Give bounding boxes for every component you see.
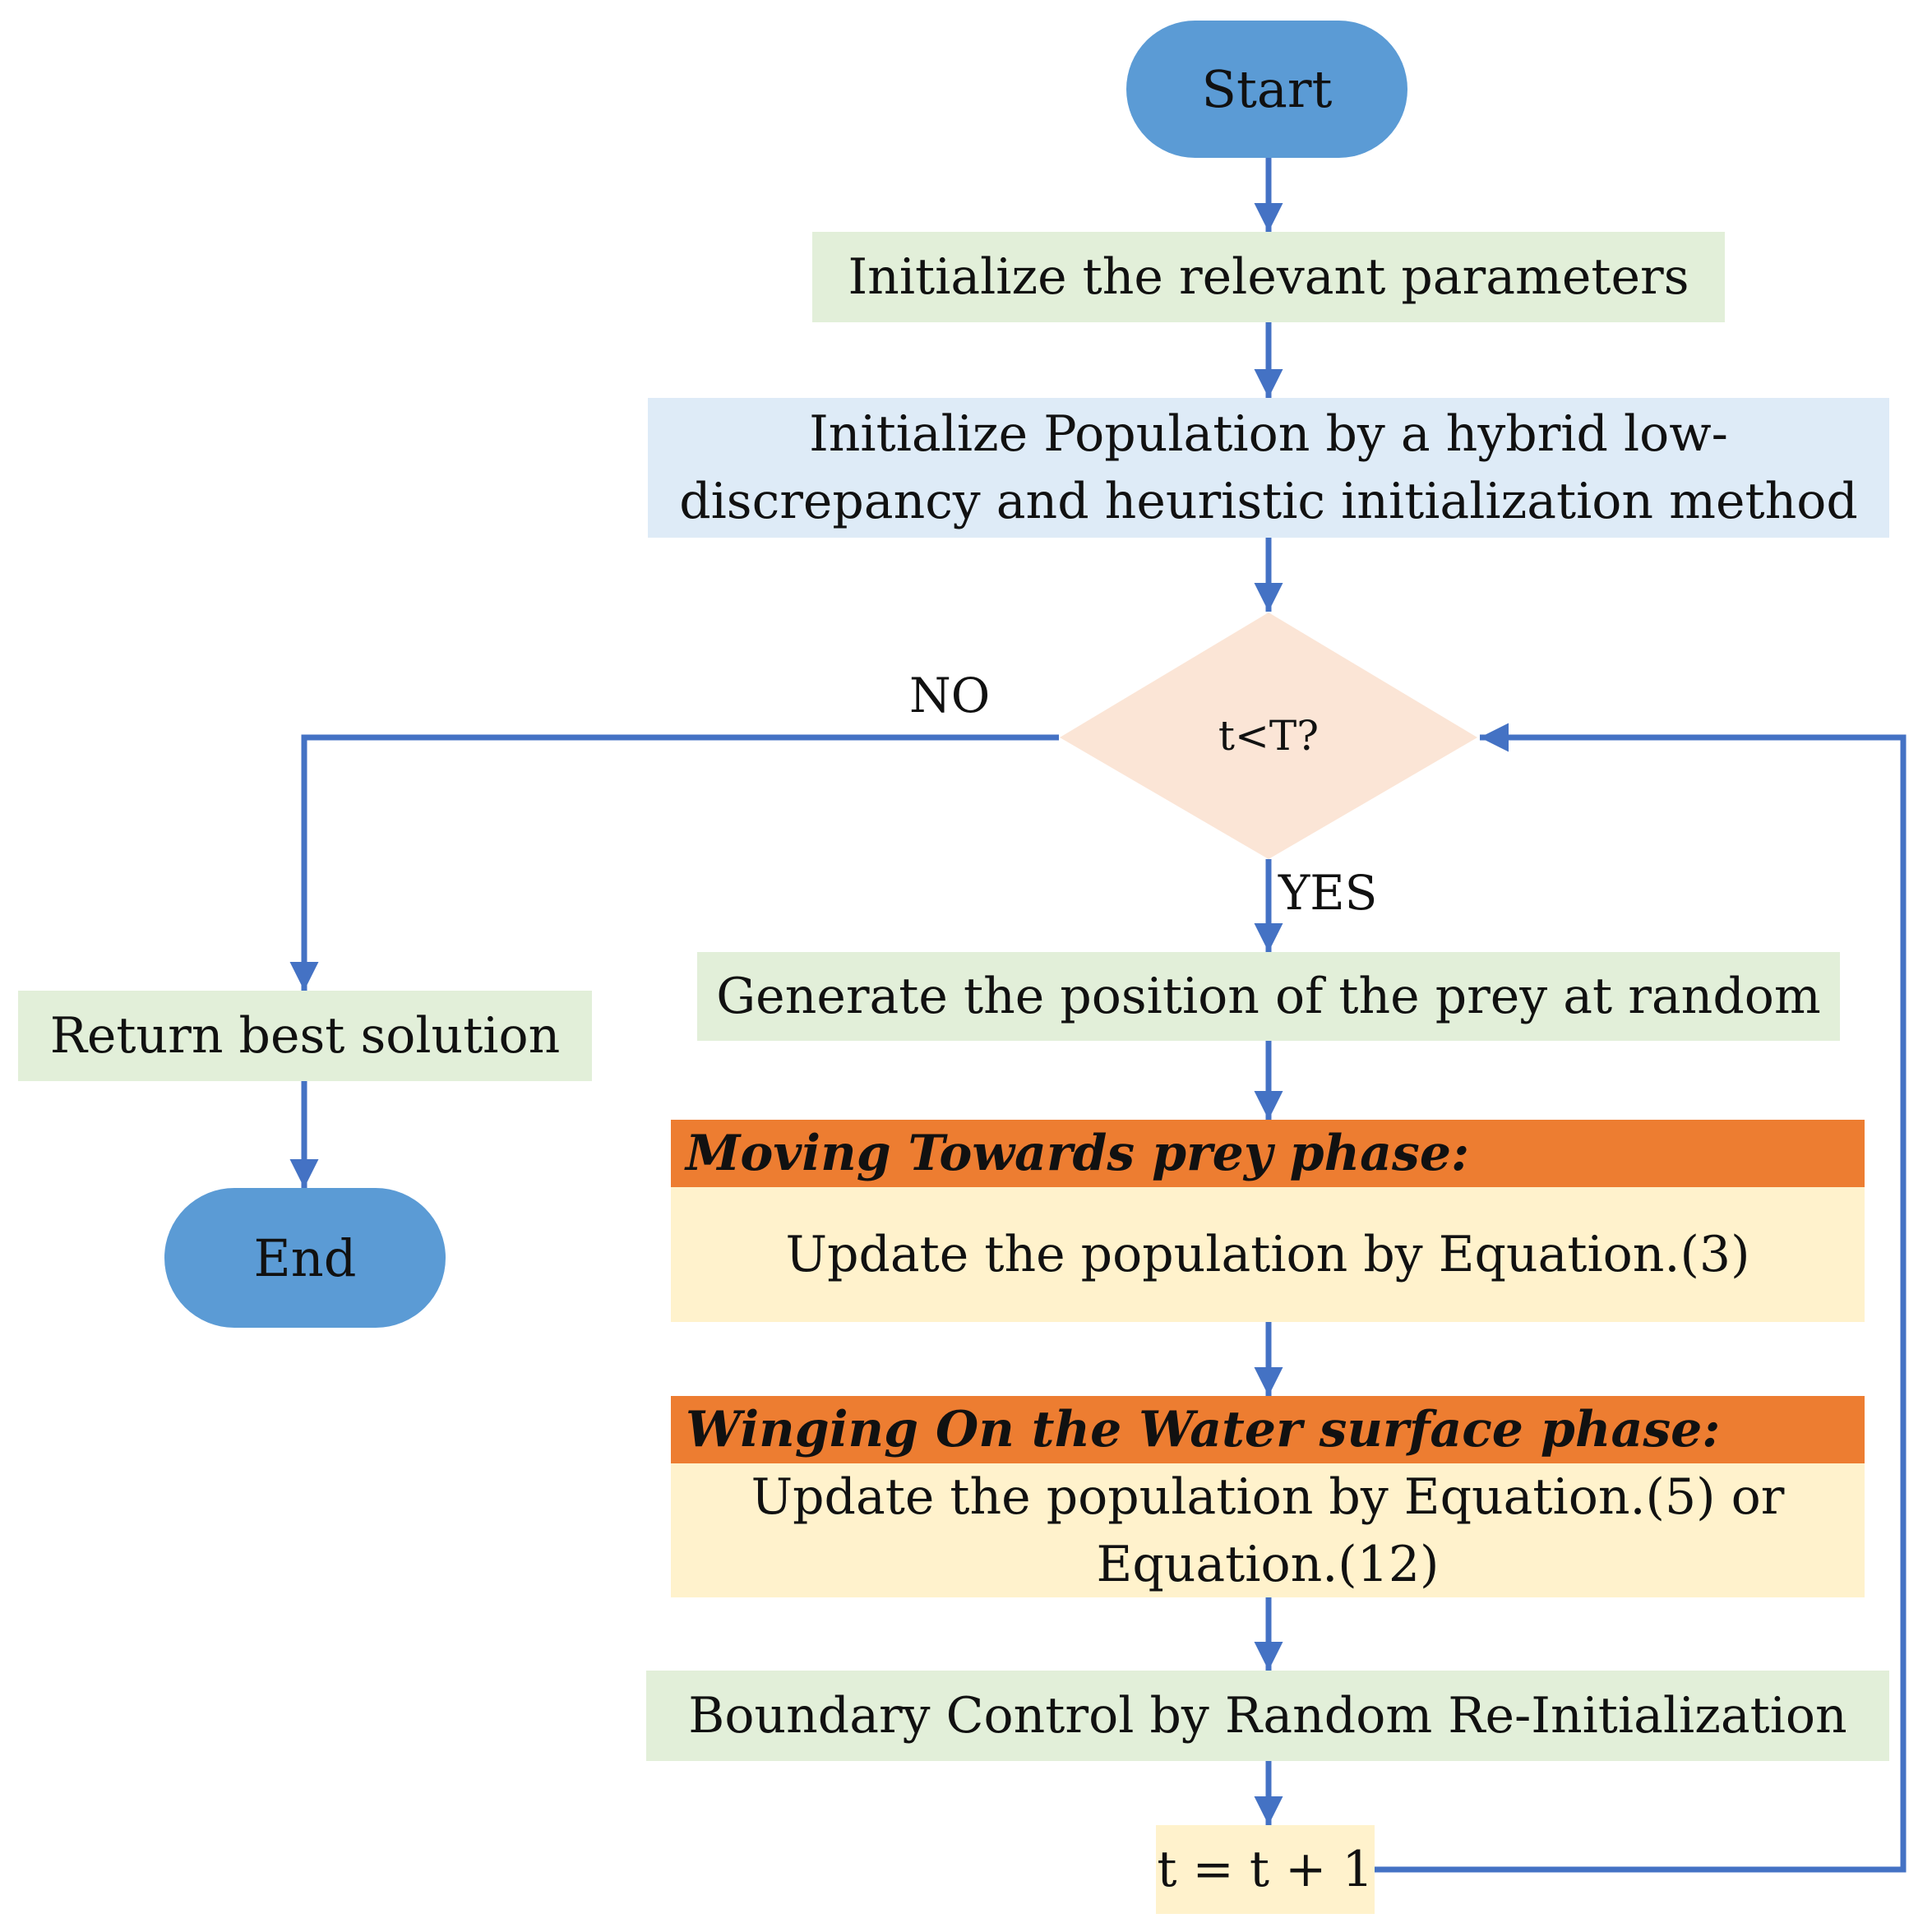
boundary-box: Boundary Control by Random Re-Initializa… bbox=[646, 1671, 1889, 1761]
increment-label: t = t + 1 bbox=[1157, 1841, 1374, 1898]
phase2-body-line2: Equation.(12) bbox=[1096, 1535, 1440, 1593]
increment-box: t = t + 1 bbox=[1156, 1825, 1375, 1914]
phase2-body: Update the population by Equation.(5) or… bbox=[671, 1463, 1865, 1597]
phase1-header: Moving Towards prey phase: bbox=[671, 1120, 1865, 1187]
no-label: NO bbox=[909, 668, 991, 723]
boundary-label: Boundary Control by Random Re-Initializa… bbox=[688, 1687, 1847, 1745]
init-population-line2: discrepancy and heuristic initialization… bbox=[679, 473, 1858, 530]
return-best-box: Return best solution bbox=[18, 991, 592, 1081]
generate-prey-label: Generate the position of the prey at ran… bbox=[716, 968, 1821, 1025]
phase2-header-label: Winging On the Water surface phase: bbox=[686, 1401, 1721, 1458]
init-params-label: Initialize the relevant parameters bbox=[848, 248, 1689, 306]
phase1-header-label: Moving Towards prey phase: bbox=[686, 1125, 1470, 1182]
start-label: Start bbox=[1201, 59, 1333, 119]
decision-label: t<T? bbox=[1218, 712, 1320, 760]
phase2-header: Winging On the Water surface phase: bbox=[671, 1396, 1865, 1463]
generate-prey-box: Generate the position of the prey at ran… bbox=[697, 952, 1840, 1041]
arrow-decision-no-to-return bbox=[289, 734, 1059, 991]
init-population-box: Initialize Population by a hybrid low- d… bbox=[648, 398, 1889, 538]
end-label: End bbox=[253, 1227, 357, 1288]
phase2-body-line1: Update the population by Equation.(5) or bbox=[751, 1467, 1785, 1526]
return-best-label: Return best solution bbox=[49, 1007, 561, 1065]
end-terminal: End bbox=[164, 1188, 446, 1328]
start-terminal: Start bbox=[1126, 21, 1407, 158]
init-population-line1: Initialize Population by a hybrid low- bbox=[809, 405, 1728, 463]
phase1-body: Update the population by Equation.(3) bbox=[671, 1187, 1865, 1322]
arrow-increment-loop-back bbox=[1369, 723, 1907, 1873]
init-params-box: Initialize the relevant parameters bbox=[812, 232, 1725, 322]
phase1-body-label: Update the population by Equation.(3) bbox=[785, 1226, 1750, 1283]
yes-label: YES bbox=[1278, 865, 1378, 921]
decision-diamond bbox=[1060, 612, 1477, 859]
